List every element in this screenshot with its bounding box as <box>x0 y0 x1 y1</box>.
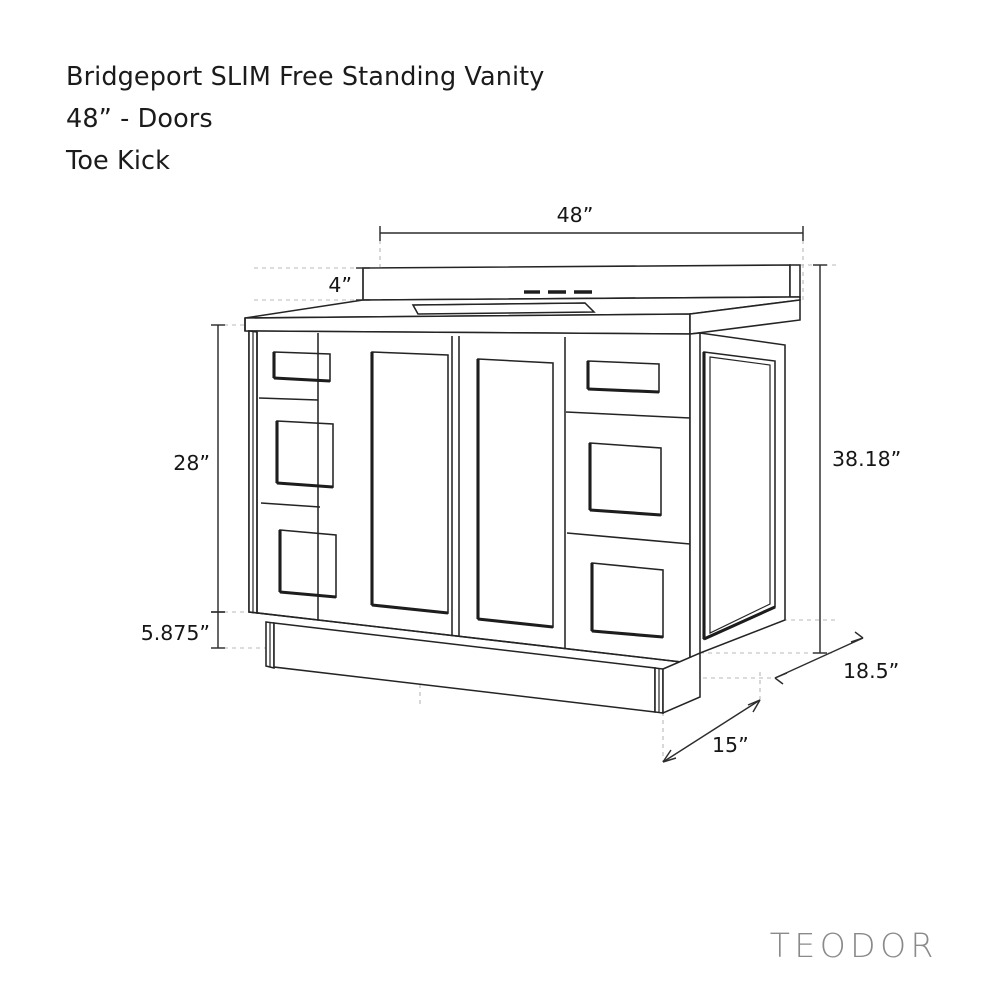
sink-cutout <box>411 290 596 315</box>
backsplash-front <box>362 264 791 301</box>
drawer-right-2[interactable] <box>566 442 691 545</box>
dimension-depth-toekick-15: 15” <box>662 699 761 763</box>
dimension-overall-3818: 38.18” <box>813 264 901 654</box>
dimension-label-body-height: 28” <box>173 451 210 475</box>
dimension-toekick-5875: 5.875” <box>141 611 225 649</box>
dimension-label-depth: 18.5” <box>843 659 899 683</box>
left-drawer-stack <box>256 332 337 620</box>
dimension-label-overall-height: 38.18” <box>832 447 901 471</box>
product-title-line-1: Bridgeport SLIM Free Standing Vanity <box>66 62 545 92</box>
countertop-assembly <box>244 264 801 335</box>
dimension-label-toekick-depth: 15” <box>712 733 749 757</box>
dimension-depth-185: 18.5” <box>774 631 899 685</box>
dimension-label-toekick-height: 5.875” <box>141 621 210 645</box>
dimension-backsplash-4: 4” <box>328 267 370 301</box>
dimension-label-backsplash: 4” <box>328 273 352 297</box>
toe-kick <box>248 611 701 715</box>
dimension-width-48: 48” <box>379 203 804 241</box>
backsplash-right-return <box>789 264 801 298</box>
right-drawer-stack <box>565 360 691 639</box>
drawer-left-2[interactable] <box>260 420 334 508</box>
drawer-right-3[interactable] <box>590 562 664 639</box>
dimension-body-28: 28” <box>173 324 225 613</box>
drawer-right-1[interactable] <box>565 360 691 419</box>
countertop-right-edge <box>689 299 801 335</box>
center-doors <box>370 336 566 648</box>
cabinet-body <box>248 330 786 665</box>
toe-kick-side-face <box>662 651 701 715</box>
product-title-line-2: 48” - Doors <box>66 104 213 134</box>
dimension-label-width: 48” <box>557 203 594 227</box>
brand-logo-teodor: TEODOR <box>769 926 938 965</box>
side-shaker-panel[interactable] <box>702 351 776 641</box>
drawer-left-3[interactable] <box>278 529 337 599</box>
title-block: Bridgeport SLIM Free Standing Vanity 48”… <box>66 56 544 182</box>
door-left[interactable] <box>370 351 449 615</box>
door-right[interactable] <box>476 358 554 629</box>
side-panel-inner-edge <box>709 356 771 634</box>
drawer-left-1[interactable] <box>258 351 331 401</box>
product-title-line-3: Toe Kick <box>66 146 171 176</box>
